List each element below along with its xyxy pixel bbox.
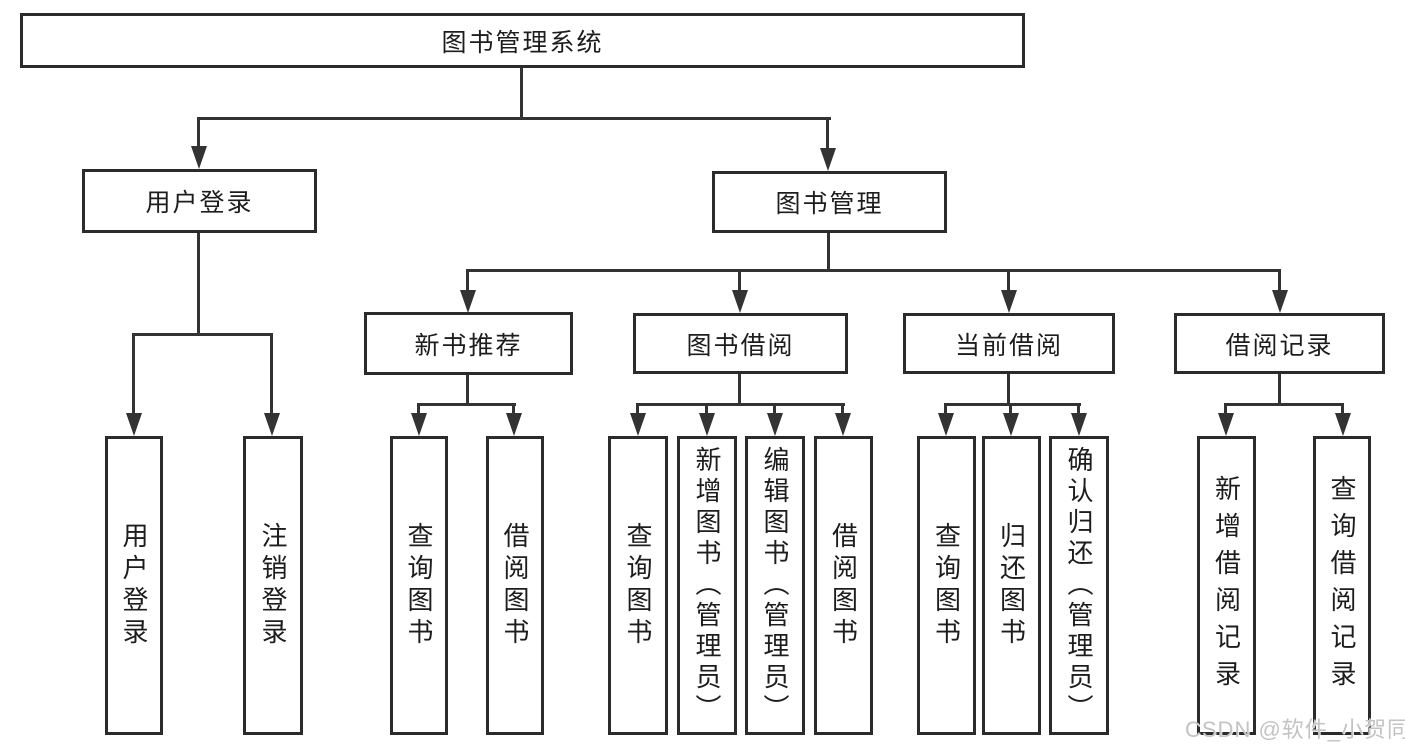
edge-book-borrowing-rail <box>636 403 845 406</box>
leaf-borrowing-edit-books-admin: 编辑图书（管理员） <box>745 436 805 735</box>
arrow-to-cb-confirm <box>1071 413 1087 436</box>
arrow-to-current-borrowing <box>1001 290 1017 313</box>
arrow-to-book-management <box>820 148 836 171</box>
leaf-borrowing-query-books: 查询图书 <box>608 436 668 735</box>
leaf-borrowing-add-books-admin: 新增图书（管理员） <box>677 436 737 735</box>
arrow-to-bb-query <box>630 413 646 436</box>
edge-book-borrowing-drop <box>738 374 741 406</box>
edge-stem-leaf-login <box>132 333 135 415</box>
edge-book-management-drop <box>827 233 830 272</box>
edge-user-login-drop <box>197 233 200 335</box>
arrow-to-bb-edit <box>767 413 783 436</box>
edge-current-borrowing-rail <box>944 403 1081 406</box>
edge-stem-br-add <box>1224 403 1227 415</box>
leaf-user-login: 用户登录 <box>105 436 163 735</box>
leaf-current-confirm-return-admin: 确认归还（管理员） <box>1049 436 1109 735</box>
edge-user-login-rail <box>132 333 273 336</box>
edge-stem-bb-borrow <box>841 403 844 415</box>
edge-stem-user-login <box>197 117 200 148</box>
edge-stem-leaf-logout <box>270 333 273 415</box>
edge-root-drop <box>520 68 523 120</box>
arrow-to-nb-borrow <box>506 413 522 436</box>
leaf-current-return-books: 归还图书 <box>982 436 1041 735</box>
edge-stem-new-book <box>466 269 469 291</box>
leaf-borrowing-borrow-books: 借阅图书 <box>814 436 873 735</box>
node-current-borrowing: 当前借阅 <box>903 313 1115 374</box>
arrow-to-cb-query <box>938 413 954 436</box>
edge-stem-bb-add <box>705 403 708 415</box>
edge-stem-borrowing-records <box>1278 269 1281 291</box>
arrow-to-br-add <box>1218 413 1234 436</box>
edge-stem-book-borrowing <box>738 269 741 291</box>
edge-new-book-rail <box>417 403 516 406</box>
leaf-records-query-borrow-record: 查询借阅记录 <box>1313 436 1371 735</box>
node-book-management: 图书管理 <box>712 171 947 233</box>
csdn-watermark: CSDN @软件_小贺同学 <box>1185 717 1405 742</box>
edge-borrowing-records-rail <box>1224 403 1344 406</box>
node-new-book-recommendation: 新书推荐 <box>364 312 573 375</box>
arrow-to-new-book <box>460 290 476 313</box>
arrow-to-nb-query <box>411 413 427 436</box>
edge-stem-nb-borrow <box>512 403 515 415</box>
leaf-logout: 注销登录 <box>243 436 303 735</box>
node-book-borrowing: 图书借阅 <box>633 313 848 374</box>
edge-stem-current-borrowing <box>1007 269 1010 291</box>
edge-stem-bb-edit <box>773 403 776 415</box>
node-borrowing-records: 借阅记录 <box>1174 313 1385 374</box>
edge-stem-br-query <box>1341 403 1344 415</box>
edge-borrowing-records-drop <box>1278 374 1281 406</box>
arrow-to-leaf-login <box>126 413 142 436</box>
edge-level3-rail <box>466 269 1281 272</box>
arrow-to-leaf-logout <box>264 413 280 436</box>
edge-stem-cb-confirm <box>1077 403 1080 415</box>
edge-current-borrowing-drop <box>1007 374 1010 406</box>
arrow-to-user-login <box>191 146 207 169</box>
edge-stem-cb-return <box>1009 403 1012 415</box>
edge-new-book-drop <box>466 375 469 406</box>
edge-stem-bb-query <box>636 403 639 415</box>
arrow-to-br-query <box>1335 413 1351 436</box>
leaf-newbook-borrow-books: 借阅图书 <box>486 436 544 735</box>
edge-stem-book-management <box>826 117 829 150</box>
node-root-library-management-system: 图书管理系统 <box>20 13 1025 68</box>
leaf-records-add-borrow-record: 新增借阅记录 <box>1197 436 1256 735</box>
arrow-to-cb-return <box>1003 413 1019 436</box>
arrow-to-borrowing-records <box>1272 290 1288 313</box>
edge-stem-cb-query <box>944 403 947 415</box>
edge-stem-nb-query <box>417 403 420 415</box>
arrow-to-bb-add <box>699 413 715 436</box>
leaf-current-query-books: 查询图书 <box>917 436 976 735</box>
arrow-to-bb-borrow <box>835 413 851 436</box>
arrow-to-book-borrowing <box>732 290 748 313</box>
edge-level2-rail <box>197 117 831 120</box>
node-user-login: 用户登录 <box>82 169 317 233</box>
leaf-newbook-query-books: 查询图书 <box>390 436 448 735</box>
